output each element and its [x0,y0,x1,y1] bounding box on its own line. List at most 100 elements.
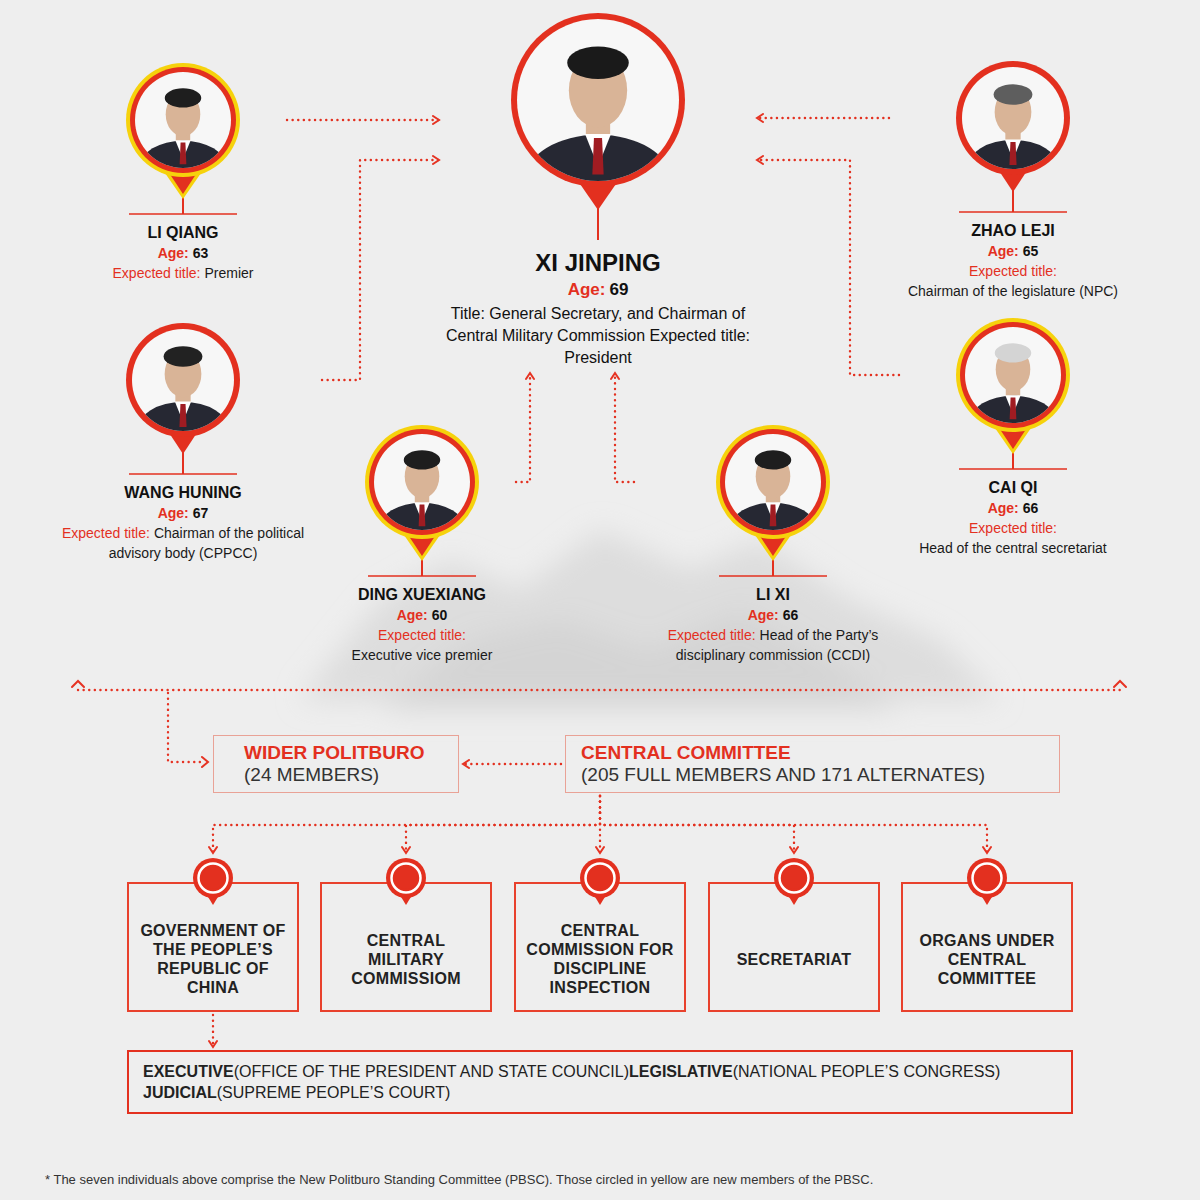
suit [970,396,1056,449]
tie [180,143,187,165]
pin-marker-outer [774,858,814,898]
tie [1009,142,1016,165]
branch-name: EXECUTIVE [143,1063,234,1080]
organ-name: CENTRAL MILITARY COMMISSIOM [330,931,482,988]
name-rule [959,468,1067,470]
leader-node: XI JINPINGAge:69Title: General Secretary… [443,12,753,369]
group-heading: WIDER POLITBURO [244,742,442,764]
person-name: CAI QI [903,478,1123,498]
age-label: Age: [988,500,1019,516]
title-value: Executive vice premier [332,645,512,665]
suit [525,135,671,224]
portrait-pin [332,424,512,577]
title-line: Expected title:Head of the Party’s disci… [638,625,908,665]
member-node: DING XUEXIANGAge:60Expected title:Execut… [332,424,512,665]
committee-bracket [78,689,1120,691]
hair [567,47,629,79]
title-label: Expected title: [113,265,201,281]
group-heading: CENTRAL COMMITTEE [581,742,1043,764]
tie [592,138,603,174]
age-value: 67 [193,505,209,521]
hair [165,88,201,107]
suit [730,503,816,556]
person-name: ZHAO LEJI [893,221,1133,241]
pin-marker-outer [967,858,1007,898]
pin-stem [597,206,599,240]
title-label: Expected title: [969,263,1057,279]
bracket-arrow [202,757,208,767]
ring-red [720,429,826,535]
portrait-pin [893,60,1133,213]
portrait-pin [903,317,1123,470]
age-line: Age:60 [332,605,512,625]
pin-marker-ring [392,864,421,893]
pin-marker-ring [586,864,615,893]
pin-marker-core [976,867,998,889]
dotted-connector [600,796,794,853]
pin-marker [382,856,430,908]
title-line: Expected title:Premier [83,263,283,283]
organ-box: SECRETARIAT [708,856,880,1012]
portrait-pin [48,322,318,475]
footnote-caption: * The seven individuals above comprise t… [45,1172,1165,1188]
group-count: (24 MEMBERS) [244,764,442,786]
ring-outer [511,13,685,187]
title-line: Expected title:Chairman of the legislatu… [893,261,1133,301]
organ-label-area: CENTRAL MILITARY COMMISSIOM [320,912,492,1006]
name-rule [129,473,237,475]
ring-red [369,429,475,535]
bracket-arrow [1114,681,1126,687]
age-label: Age: [158,245,189,261]
organ-box: ORGANS UNDER CENTRAL COMMITTEE [901,856,1073,1012]
pin-marker-outer [580,858,620,898]
ring-outer [716,425,830,539]
organ-box: CENTRAL MILITARY COMMISSIOM [320,856,492,1012]
portrait-pin [83,62,283,215]
organ-name: GOVERNMENT OF THE PEOPLE’S REPUBLIC OF C… [137,921,289,997]
organ-name: ORGANS UNDER CENTRAL COMMITTEE [911,931,1063,988]
title-line: Expected title:Head of the central secre… [903,518,1123,558]
pin-marker-core [202,867,224,889]
dotted-connector [322,160,439,380]
pin-marker-core [783,867,805,889]
title-line: Expected title:Chairman of the political… [48,523,318,563]
age-line: Age:66 [903,498,1123,518]
dotted-connector [757,160,899,375]
dotted-connector [212,1015,214,1047]
dotted-connector [406,796,600,853]
age-label: Age: [158,505,189,521]
branches-box: EXECUTIVE(OFFICE OF THE PRESIDENT AND ST… [127,1050,1073,1114]
name-rule [719,575,827,577]
title-label: Expected title: [378,627,466,643]
pin-marker-ring [199,864,228,893]
tie [1010,398,1017,420]
dotted-connector [615,373,634,482]
ring-outer [365,425,479,539]
branch-detail: (OFFICE OF THE PRESIDENT AND STATE COUNC… [234,1063,629,1080]
branch-name: JUDICIAL [143,1084,217,1101]
name-rule [959,211,1067,213]
age-line: Age:65 [893,241,1133,261]
age-line: Age:66 [638,605,908,625]
mist-mountains [300,530,1000,710]
pin-marker-ring [973,864,1002,893]
age-value: 66 [1023,500,1039,516]
hair [994,84,1033,104]
organ-name: SECRETARIAT [737,950,852,969]
portrait-figure [967,84,1059,196]
dotted-connector [757,117,889,119]
group-box: CENTRAL COMMITTEE(205 FULL MEMBERS AND 1… [565,735,1060,793]
branch-detail: (SUPREME PEOPLE’S COURT) [217,1084,451,1101]
pin-marker-outer [386,858,426,898]
person-name: XI JINPING [443,248,753,278]
member-node: WANG HUNING Age:67Expected title:Chairman… [48,322,318,563]
hair [995,343,1031,362]
portrait-figure [379,450,465,555]
organ-label-area: SECRETARIAT [708,912,880,1006]
title-label: Expected title: [62,525,150,541]
portrait-pin [638,424,908,577]
suit [137,402,229,458]
person-name: WANG HUNING [48,483,318,503]
pin-marker-core [589,867,611,889]
